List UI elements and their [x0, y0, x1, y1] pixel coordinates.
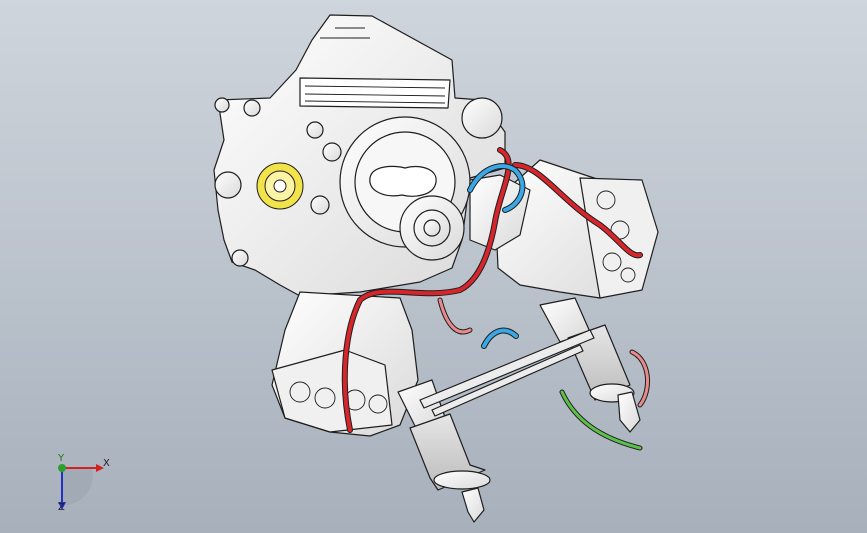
alternator-cover	[461, 97, 503, 139]
top-cover	[299, 77, 451, 109]
x-axis-label: X	[103, 458, 110, 469]
fuel-injector	[461, 487, 485, 523]
throttle-linkage	[419, 329, 595, 409]
right-velocity-stack	[567, 324, 631, 401]
y-axis-dot	[58, 464, 66, 472]
bolt-boss	[214, 171, 242, 199]
left-stack-bell	[433, 470, 491, 490]
bolt-boss	[322, 142, 342, 162]
bolt-boss	[214, 97, 230, 113]
clutch-cover-badge	[369, 165, 437, 197]
bolt-boss	[310, 195, 330, 215]
bolt-boss	[243, 99, 261, 117]
bolt-boss	[231, 249, 249, 267]
water-pump-hub	[423, 219, 441, 237]
x-axis-arrow	[96, 464, 104, 472]
triad-shadow	[62, 468, 93, 506]
bolt-boss	[306, 121, 324, 139]
right-fitting	[617, 391, 641, 433]
axis-triad	[58, 464, 104, 510]
z-axis-label: Z	[58, 502, 65, 513]
z-axis-arrow	[58, 502, 66, 510]
y-axis-label: Y	[58, 453, 65, 464]
gear-wheel	[256, 162, 304, 210]
throttle-linkage-lower	[431, 344, 584, 417]
